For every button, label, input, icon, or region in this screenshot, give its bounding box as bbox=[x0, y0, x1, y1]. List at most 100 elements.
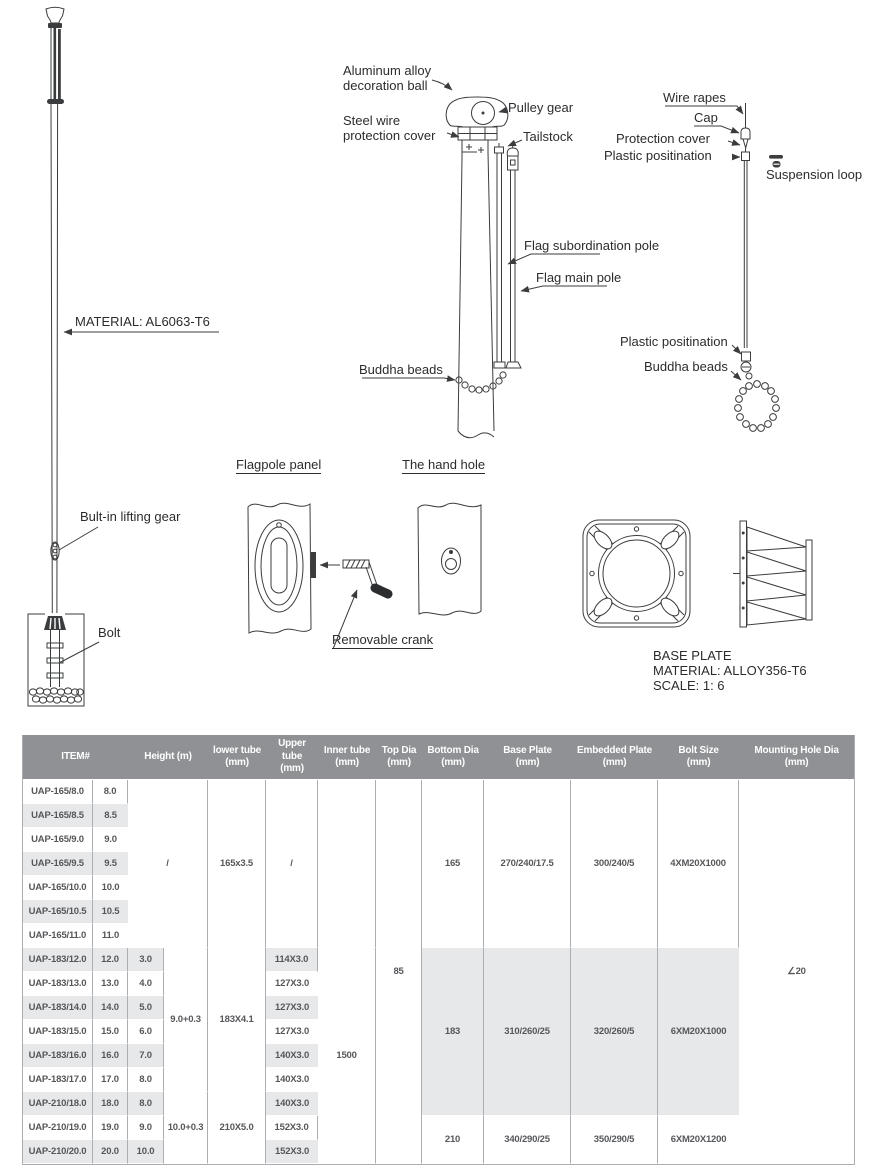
table-cell: UAP-165/8.5 bbox=[23, 804, 93, 828]
column-header: Upper tube (mm) bbox=[266, 735, 319, 780]
table-cell: 16.0 bbox=[93, 1044, 129, 1068]
label-plastic-position-bottom: Plastic positination bbox=[620, 334, 728, 349]
table-cell: UAP-183/17.0 bbox=[23, 1068, 93, 1092]
table-cell: 9.0 bbox=[128, 1116, 165, 1140]
table-cell: UAP-165/9.0 bbox=[23, 828, 93, 852]
table-cell: 8.0 bbox=[93, 780, 129, 804]
label-pulley-gear: Pulley gear bbox=[508, 100, 574, 115]
buddha-beads-chain bbox=[455, 371, 507, 394]
label-bolt: Bolt bbox=[98, 625, 121, 640]
table-cell: 127X3.0 bbox=[266, 1020, 319, 1044]
table-cell: 300/240/5 bbox=[571, 780, 659, 948]
table-cell: 8.5 bbox=[93, 804, 129, 828]
flagpole-panel-drawing bbox=[247, 502, 340, 634]
label-flagpole-panel: Flagpole panel bbox=[236, 457, 322, 474]
table-cell: 140X3.0 bbox=[266, 1092, 319, 1116]
table-cell: 7.0 bbox=[128, 1044, 165, 1068]
label-flag-sub-pole: Flag subordination pole bbox=[524, 238, 660, 253]
column-header: Mounting Hole Dia (mm) bbox=[739, 735, 855, 780]
table-cell: 5.0 bbox=[128, 996, 165, 1020]
label-wire-rapes: Wire rapes bbox=[663, 90, 726, 105]
table-cell: 3.0 bbox=[128, 948, 165, 972]
table-cell: 152X3.0 bbox=[266, 1140, 319, 1164]
wire-rope-drawing bbox=[665, 103, 783, 432]
hand-hole-drawing bbox=[417, 502, 482, 616]
table-cell: 17.0 bbox=[93, 1068, 129, 1092]
label-material: MATERIAL: AL6063-T6 bbox=[75, 314, 210, 329]
table-cell: UAP-210/20.0 bbox=[23, 1140, 93, 1164]
table-cell: 6.0 bbox=[128, 1020, 165, 1044]
table-cell: 8.0 bbox=[128, 1092, 165, 1116]
base-plate-side-view-drawing bbox=[733, 520, 813, 628]
column-header: Embedded Plate (mm) bbox=[571, 735, 659, 780]
label-cap: Cap bbox=[694, 110, 718, 125]
table-cell: 18.0 bbox=[93, 1092, 129, 1116]
table-cell: 6XM20X1000 bbox=[658, 948, 740, 1116]
table-cell: 152X3.0 bbox=[266, 1116, 319, 1140]
column-header: Bolt Size (mm) bbox=[658, 735, 740, 780]
label-buddha-beads-center: Buddha beads bbox=[359, 362, 443, 377]
label-plastic-position-top: Plastic positination bbox=[604, 148, 712, 163]
table-cell: 210 bbox=[422, 1116, 485, 1164]
table-cell: UAP-183/13.0 bbox=[23, 972, 93, 996]
table-cell: 4.0 bbox=[128, 972, 165, 996]
table-cell: 85 bbox=[376, 780, 423, 1164]
suspension-loop-icon bbox=[769, 155, 783, 168]
column-header: Height (m) bbox=[128, 735, 209, 780]
column-header: ITEM# bbox=[23, 735, 129, 780]
table-cell: 10.5 bbox=[93, 900, 129, 924]
spec-table-header-row: ITEM#Height (m)lower tube (mm)Upper tube… bbox=[23, 735, 855, 780]
removable-crank-drawing bbox=[332, 559, 393, 650]
label-base-plate-info: BASE PLATE MATERIAL: ALLOY356-T6 SCALE: … bbox=[653, 648, 807, 693]
table-cell: UAP-183/12.0 bbox=[23, 948, 93, 972]
table-cell: 320/260/5 bbox=[571, 948, 659, 1116]
table-cell: 127X3.0 bbox=[266, 996, 319, 1020]
label-decoration-ball: Aluminum alloy decoration ball bbox=[343, 63, 432, 93]
table-cell: UAP-210/19.0 bbox=[23, 1116, 93, 1140]
pole-top-assembly-drawing bbox=[362, 79, 607, 439]
table-cell: / bbox=[128, 780, 209, 948]
table-cell: 9.5 bbox=[93, 852, 129, 876]
table-cell: ∠20 bbox=[739, 780, 855, 1164]
buddha-beads-loop bbox=[734, 372, 780, 432]
label-removable-crank: Removable crank bbox=[332, 632, 434, 649]
table-cell: 13.0 bbox=[93, 972, 129, 996]
table-cell: 20.0 bbox=[93, 1140, 129, 1164]
table-cell bbox=[318, 780, 377, 948]
table-cell: 14.0 bbox=[93, 996, 129, 1020]
column-header: Inner tube (mm) bbox=[318, 735, 377, 780]
table-cell: 10.0 bbox=[93, 876, 129, 900]
table-cell: 4XM20X1000 bbox=[658, 780, 740, 948]
table-cell: 350/290/5 bbox=[571, 1116, 659, 1164]
table-cell: 114X3.0 bbox=[266, 948, 319, 972]
table-cell: 10.0 bbox=[128, 1140, 165, 1164]
label-protection-cover: Protection cover bbox=[616, 131, 710, 146]
label-lifting-gear: Bult-in lifting gear bbox=[80, 509, 181, 524]
table-cell: 270/240/17.5 bbox=[484, 780, 572, 948]
table-cell: 12.0 bbox=[93, 948, 129, 972]
column-header: Bottom Dia (mm) bbox=[422, 735, 485, 780]
table-cell: UAP-165/10.0 bbox=[23, 876, 93, 900]
table-cell: 340/290/25 bbox=[484, 1116, 572, 1164]
table-cell: UAP-165/9.5 bbox=[23, 852, 93, 876]
table-cell: 15.0 bbox=[93, 1020, 129, 1044]
column-header: Base Plate (mm) bbox=[484, 735, 572, 780]
table-cell: 165x3.5 bbox=[208, 780, 267, 948]
